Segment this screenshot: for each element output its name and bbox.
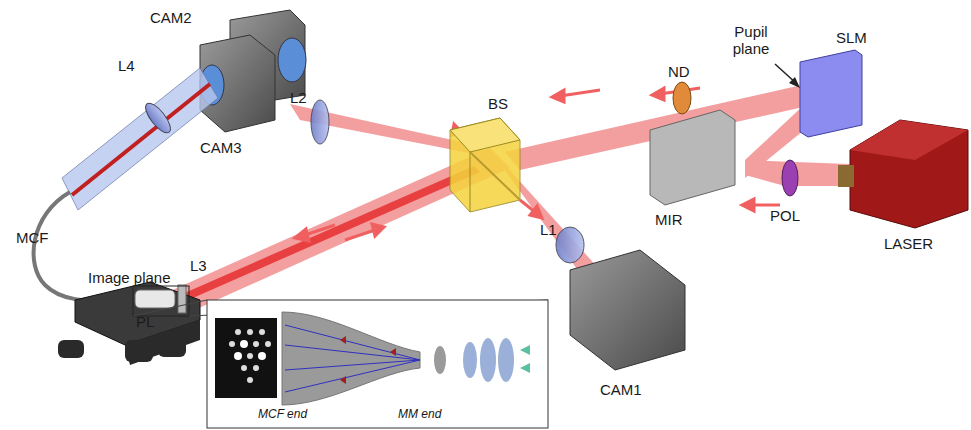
part-label: L3 [190, 258, 207, 275]
part-label: L2 [290, 90, 307, 107]
part-label: BS [488, 96, 508, 113]
part-label: CAM3 [200, 140, 242, 157]
part-label: SLM [836, 30, 867, 47]
part-label: CAM2 [150, 10, 192, 27]
part-label: CAM1 [600, 382, 642, 399]
part-label: POL [770, 208, 800, 225]
part-label: Pupil plane [720, 24, 782, 57]
inset-label: MCF end [258, 408, 307, 421]
part-label: L1 [540, 222, 557, 239]
part-label: LASER [884, 236, 933, 253]
part-label: MCF [16, 230, 49, 247]
part-label: MIR [655, 212, 683, 229]
part-label: PL [136, 314, 154, 331]
part-label: Image plane [88, 270, 171, 287]
part-label: ND [668, 64, 690, 81]
part-label: L4 [118, 58, 135, 75]
inset-label: MM end [398, 408, 441, 421]
